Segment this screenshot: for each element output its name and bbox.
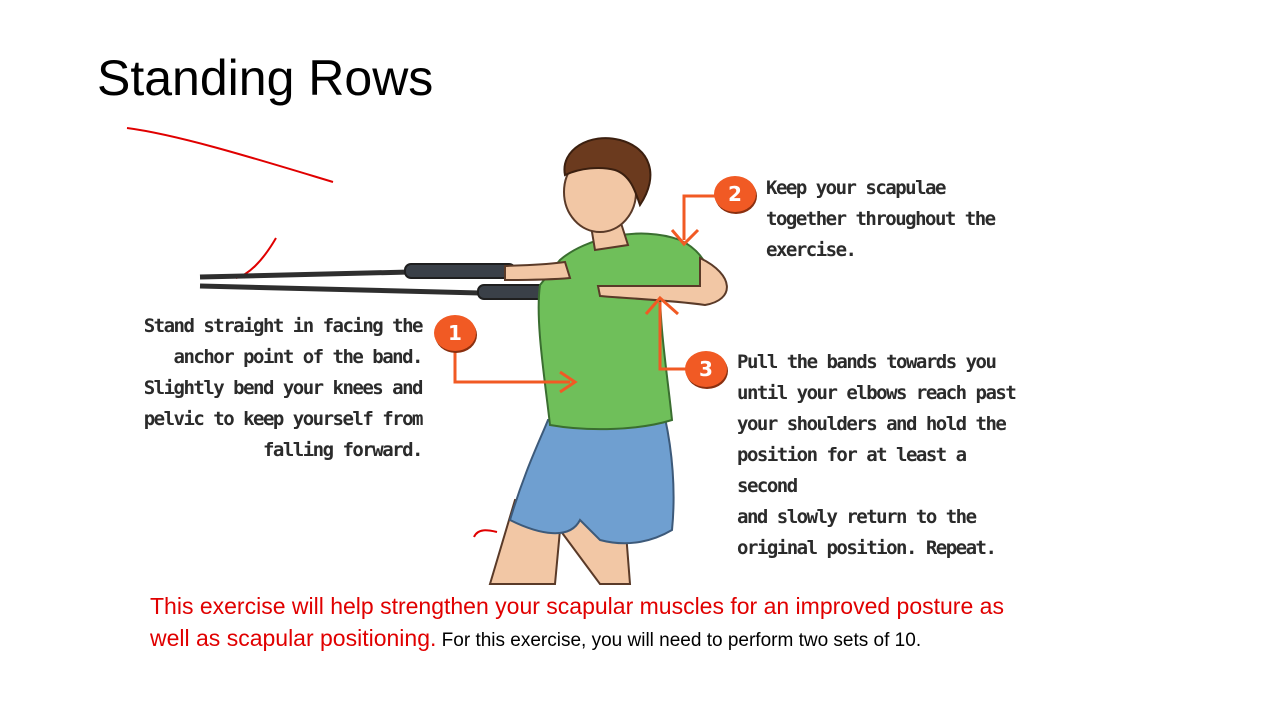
step-3-badge: 3 xyxy=(685,351,727,387)
ink-stroke-check xyxy=(235,237,277,279)
band-handle-upper xyxy=(404,263,516,279)
arrow-step-3 xyxy=(658,302,688,371)
person-arm-lower xyxy=(596,256,728,307)
ink-stroke-bottom xyxy=(473,529,498,538)
caption-instructions: For this exercise, you will need to perf… xyxy=(436,630,922,651)
slide-title: Standing Rows xyxy=(97,50,434,106)
arrow-step-1 xyxy=(453,340,570,384)
ink-stroke-top xyxy=(126,127,334,183)
exercise-caption: This exercise will help strengthen your … xyxy=(150,592,1030,656)
step-2-text: Keep your scapulae together throughout t… xyxy=(766,177,996,261)
step-1-text: Stand straight in facing the anchor poin… xyxy=(143,315,424,461)
person-arm-upper xyxy=(504,260,572,282)
step-3-text: Pull the bands towards you until your el… xyxy=(737,351,1017,559)
arrow-step-2-head xyxy=(670,228,700,247)
person-shorts xyxy=(508,416,675,545)
arrow-step-2 xyxy=(682,194,716,240)
arrow-step-1-head xyxy=(559,370,578,394)
band-lower xyxy=(199,283,481,296)
step-2-badge: 2 xyxy=(714,176,756,212)
arrow-step-3-head xyxy=(644,295,679,316)
band-upper xyxy=(199,269,411,280)
person-hair xyxy=(563,137,652,208)
step-1-badge: 1 xyxy=(434,315,476,351)
caption-highlight: This exercise will help strengthen your … xyxy=(150,593,1004,651)
